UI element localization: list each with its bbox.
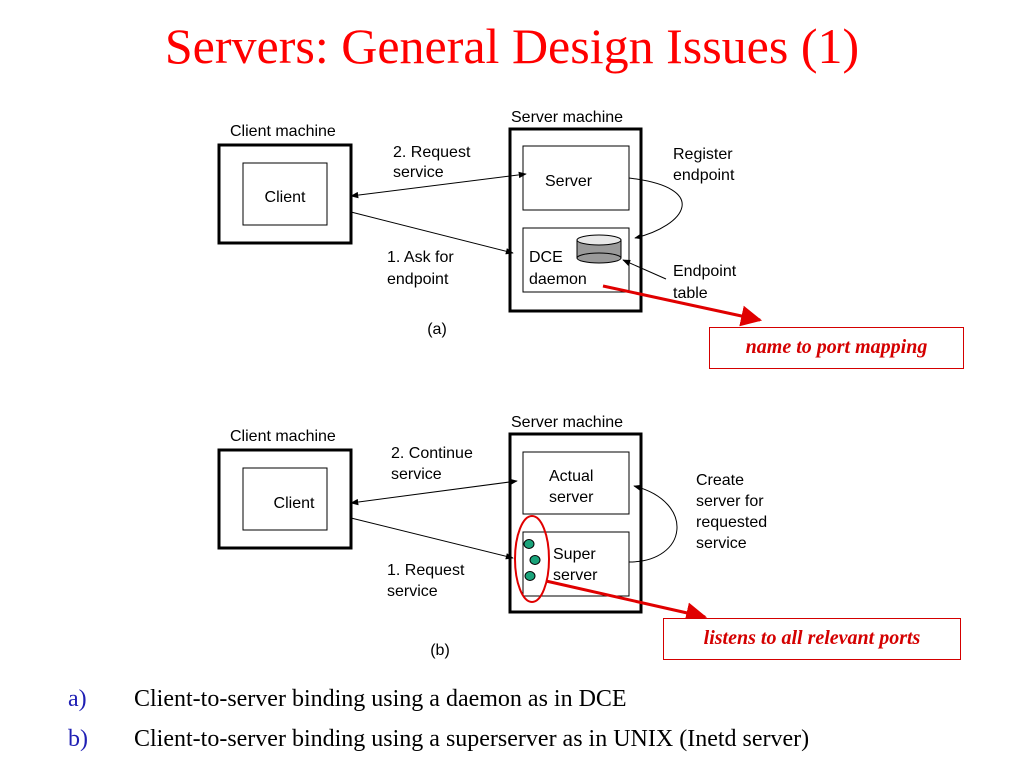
ask-endpoint-arrow	[350, 211, 514, 255]
register-label-line2: endpoint	[673, 167, 735, 184]
endpoint-table-icon	[576, 234, 622, 264]
request-service-arrow	[350, 171, 527, 199]
continue-label-line1: 2. Continue	[391, 445, 473, 462]
create-server-arrow	[628, 484, 678, 563]
request-label-line2: service	[393, 164, 444, 181]
endpoint-table-label-line2: table	[673, 285, 708, 302]
actual-server-box	[522, 451, 630, 515]
caption-b-marker: b)	[68, 726, 88, 752]
annotation-listens-to-ports: listens to all relevant ports	[663, 618, 961, 660]
endpoint-table-pointer	[622, 259, 667, 280]
actual-server-label-line2: server	[549, 489, 594, 506]
continue-label-line2: service	[391, 466, 442, 483]
ports-highlight-ring	[514, 515, 550, 603]
actual-server-label-line1: Actual	[549, 468, 593, 485]
server-machine-label: Server machine	[511, 109, 623, 126]
super-server-box	[522, 531, 630, 597]
create-label-line2: server for	[696, 493, 764, 510]
create-label-line3: requested	[696, 514, 767, 531]
caption-b-text: Client-to-server binding using a superse…	[134, 726, 810, 752]
ask-label-line2: endpoint	[387, 271, 449, 288]
annotation-a-arrow	[602, 284, 763, 327]
dce-label-line1: DCE	[529, 249, 563, 266]
register-endpoint-arrow	[628, 177, 683, 240]
listening-ports-icon	[523, 539, 541, 581]
caption-b: b) Client-to-server binding using a super…	[68, 724, 809, 754]
register-label-line1: Register	[673, 146, 733, 163]
client-machine-label-b: Client machine	[230, 428, 336, 445]
client-machine-label: Client machine	[230, 123, 336, 140]
sub-label-a: (a)	[427, 321, 447, 338]
create-label-line4: service	[696, 535, 747, 552]
server-machine-box-b	[508, 432, 643, 614]
client-box-b	[242, 467, 328, 531]
client-box	[242, 162, 328, 226]
diagram-b: Client machine Client Server machine Act…	[217, 414, 767, 659]
caption-a-marker: a)	[68, 686, 87, 712]
slide-title: Servers: General Design Issues (1)	[164, 18, 860, 74]
continue-service-arrow	[350, 478, 518, 506]
ask-label-line1: 1. Ask for	[387, 249, 454, 266]
super-label-line2: server	[553, 567, 598, 584]
server-machine-label-b: Server machine	[511, 414, 623, 431]
create-label-line1: Create	[696, 472, 744, 489]
super-label-line1: Super	[553, 546, 596, 563]
caption-a-text: Client-to-server binding using a daemon …	[134, 686, 627, 712]
server-machine-box	[508, 127, 643, 313]
caption-a: a) Client-to-server binding using a daemo…	[68, 684, 627, 714]
annotation-b-arrow	[545, 579, 708, 624]
sub-label-b: (b)	[430, 642, 450, 659]
dce-label-line2: daemon	[529, 271, 587, 288]
endpoint-table-label-line1: Endpoint	[673, 263, 737, 280]
server-label: Server	[545, 173, 593, 190]
request-service-arrow-b	[350, 517, 514, 560]
request-label-line1: 2. Request	[393, 144, 471, 161]
request-label-b-line1: 1. Request	[387, 562, 465, 579]
request-label-b-line2: service	[387, 583, 438, 600]
annotation-name-to-port-mapping: name to port mapping	[709, 327, 964, 369]
client-label: Client	[265, 189, 306, 206]
client-label-b: Client	[274, 495, 315, 512]
diagram-a: Client machine Client Server machine Ser…	[217, 109, 763, 338]
